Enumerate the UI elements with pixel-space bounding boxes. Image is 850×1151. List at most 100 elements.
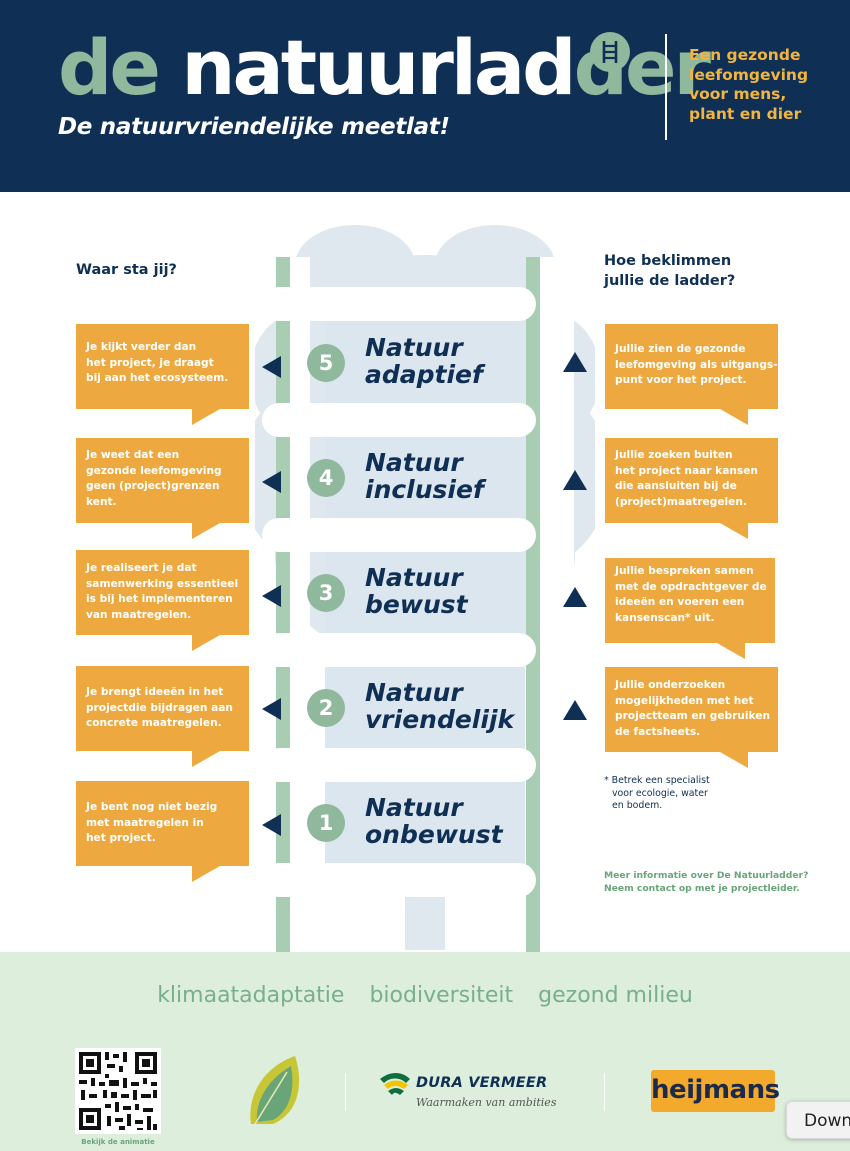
- ladder-icon: [590, 32, 630, 72]
- bubble-line: het project.: [86, 832, 156, 844]
- slogan: Een gezonde leefomgeving voor mens, plan…: [689, 46, 839, 124]
- bubble-line: is bij het implementeren: [86, 593, 233, 605]
- footer-divider: [604, 1073, 605, 1111]
- arrow-left-icon: [262, 698, 281, 720]
- bubble-tail: [192, 751, 220, 767]
- bubble-tail: [192, 635, 220, 651]
- bubble-tail: [720, 409, 748, 425]
- right-bubble-2: Jullie onderzoeken mogelijkheden met het…: [605, 667, 778, 752]
- ladder-rung: [262, 863, 536, 897]
- arrow-left-icon: [262, 471, 281, 493]
- left-heading: Waar sta jij?: [76, 262, 177, 278]
- bubble-line: gezonde leefomgeving: [86, 464, 222, 477]
- header-banner: [0, 0, 850, 192]
- step-panel: [325, 778, 525, 870]
- download-button[interactable]: Down: [786, 1101, 850, 1139]
- bubble-line: projectteam en gebruiken: [615, 710, 771, 722]
- footer-divider: [345, 1073, 346, 1111]
- logo-wordmark: de natuurladder: [58, 18, 711, 118]
- left-bubble-5: Je kijkt verder dan het project, je draa…: [76, 324, 249, 409]
- footnote-line: * Betrek een specialist: [604, 775, 710, 786]
- bubble-line: kent.: [86, 495, 117, 508]
- contact-line: Neem contact op met je projectleider.: [604, 883, 800, 894]
- step-title-line: Natuur: [365, 793, 463, 822]
- heading-line: jullie de ladder?: [604, 273, 736, 289]
- bubble-line: Je weet dat een: [86, 449, 180, 461]
- header-divider: [665, 34, 667, 140]
- bubble-line: Jullie bespreken samen: [615, 565, 754, 577]
- arrow-up-icon: [563, 470, 587, 490]
- left-bubble-1: Je bent nog niet bezig met maatregelen i…: [76, 781, 249, 866]
- step-title-line: adaptief: [365, 360, 483, 389]
- footnote: * Betrek een specialist voor ecologie, w…: [604, 775, 710, 813]
- contact-info: Meer informatie over De Natuurladder? Ne…: [604, 869, 808, 895]
- logo-part-1: de: [58, 23, 182, 112]
- bubble-line: het project naar kansen: [615, 464, 758, 477]
- bubble-line: Jullie zoeken buiten: [615, 449, 733, 461]
- tagline: De natuurvriendelijke meetlat!: [58, 114, 450, 140]
- step-title-line: Natuur: [365, 678, 463, 707]
- qr-code[interactable]: [75, 1048, 161, 1134]
- biodiversity-leaf-logo: [250, 1056, 300, 1125]
- step-title-line: onbewust: [365, 820, 503, 849]
- right-bubble-4: Jullie zoeken buiten het project naar ka…: [605, 438, 778, 523]
- bubble-line: Je brengt ideeën in het: [86, 686, 224, 698]
- bubble-line: Je bent nog niet bezig: [86, 801, 218, 813]
- bubble-tail: [720, 523, 748, 539]
- left-bubble-4: Je weet dat een gezonde leefomgeving gee…: [76, 438, 249, 523]
- arrow-left-icon: [262, 356, 281, 378]
- ladder-rung: [262, 287, 536, 321]
- qr-label: Bekijk de animatie: [81, 1138, 155, 1146]
- step-number-1: 1: [307, 804, 345, 842]
- step-title-line: bewust: [365, 590, 468, 619]
- bubble-tail: [192, 523, 220, 539]
- step-title-line: Natuur: [365, 333, 463, 362]
- ladder-rung: [262, 748, 536, 782]
- slogan-line: voor mens,: [689, 85, 787, 103]
- logo-part-2: natuurlad: [181, 23, 576, 112]
- step-number-2: 2: [307, 689, 345, 727]
- bubble-line: van maatregelen.: [86, 608, 192, 621]
- step-title-line: inclusief: [365, 475, 484, 504]
- bubble-line: met de opdrachtgever de: [615, 580, 767, 593]
- right-bubble-3: Jullie bespreken samen met de opdrachtge…: [605, 558, 775, 643]
- bubble-line: het project, je draagt: [86, 356, 214, 369]
- step-title-line: vriendelijk: [365, 705, 515, 734]
- bubble-line: punt voor het project.: [615, 374, 747, 386]
- arrow-left-icon: [262, 585, 281, 607]
- heading-line: Hoe beklimmen: [604, 253, 732, 269]
- bubble-line: Jullie onderzoeken: [615, 679, 726, 691]
- bubble-line: die aansluiten bij de: [615, 480, 737, 492]
- bubble-line: (project)maatregelen.: [615, 495, 747, 508]
- bubble-line: Je realiseert je dat: [86, 562, 197, 574]
- footnote-line: voor ecologie, water: [612, 787, 708, 799]
- left-bubble-2: Je brengt ideeën in het projectdie bijdr…: [76, 666, 249, 751]
- bubble-tail: [720, 752, 748, 768]
- arrow-up-icon: [563, 700, 587, 720]
- ladder-rung: [262, 633, 536, 667]
- bubble-tail: [717, 643, 745, 659]
- right-heading: Hoe beklimmen jullie de ladder?: [604, 251, 735, 291]
- bubble-line: mogelijkheden met het: [615, 694, 754, 707]
- bubble-line: ideeën en voeren een: [615, 596, 745, 608]
- bubble-line: concrete maatregelen.: [86, 717, 222, 729]
- slogan-line: leefomgeving: [689, 65, 809, 84]
- step-panel: [325, 663, 525, 755]
- bubble-tail: [192, 409, 220, 425]
- slogan-line: Een gezonde: [689, 46, 801, 64]
- theme-label: gezond milieu: [538, 983, 693, 1008]
- theme-label: klimaatadaptatie: [157, 983, 345, 1008]
- bubble-line: met maatregelen in: [86, 816, 204, 829]
- arrow-up-icon: [563, 352, 587, 372]
- step-panel: [325, 548, 525, 640]
- bubble-tail: [192, 866, 220, 882]
- dura-vermeer-tagline: Waarmaken van ambities: [416, 1096, 557, 1109]
- bubble-line: kansenscan* uit.: [615, 611, 715, 624]
- bubble-line: projectdie bijdragen aan: [86, 701, 233, 714]
- dura-vermeer-icon: [380, 1073, 410, 1095]
